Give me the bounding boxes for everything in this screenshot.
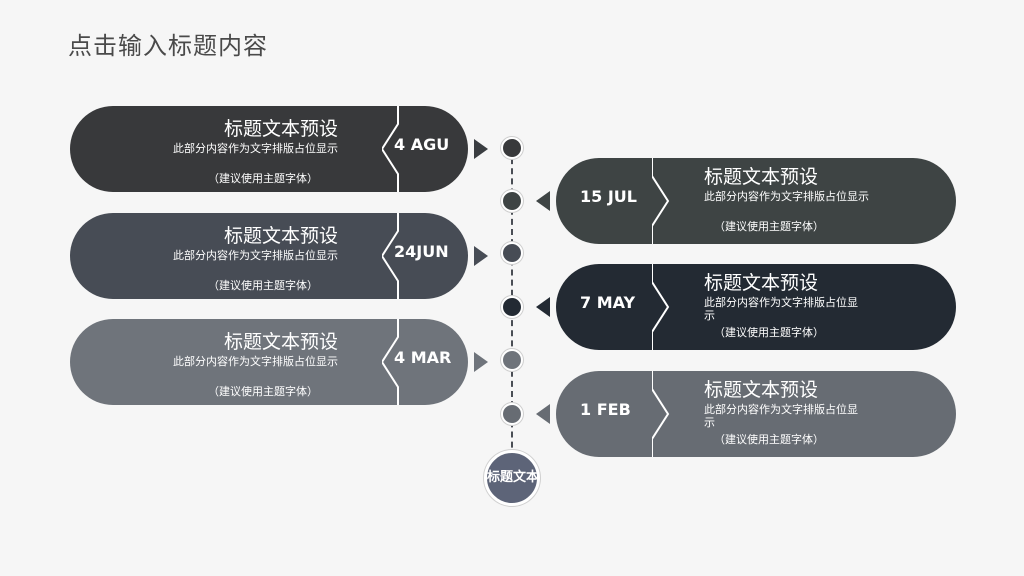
- card-date: 4 MAR: [394, 348, 452, 367]
- chevron-divider-icon: [382, 106, 426, 192]
- card-title: 标题文本预设: [223, 331, 338, 353]
- timeline-dot: [501, 296, 523, 318]
- arrow-left-icon: [536, 191, 550, 211]
- arrow-right-icon: [474, 139, 488, 159]
- card-date: 7 MAY: [580, 293, 636, 312]
- card-date: 15 JUL: [580, 187, 637, 206]
- card-description: 此部分内容作为文字排版占位显示: [173, 355, 338, 368]
- timeline-card-jun[interactable]: 标题文本预设 此部分内容作为文字排版占位显示 （建议使用主题字体） 24JUN: [70, 213, 468, 299]
- card-title: 标题文本预设: [704, 379, 819, 401]
- card-description: 此部分内容作为文字排版占位显示: [173, 142, 338, 155]
- card-description: 此部分内容作为文字排版占位显示: [704, 296, 858, 322]
- chevron-divider-icon: [652, 371, 696, 457]
- card-description: 此部分内容作为文字排版占位显示: [173, 249, 338, 262]
- chevron-divider-icon: [382, 319, 426, 405]
- card-date: 1 FEB: [580, 400, 631, 419]
- timeline-card-jul[interactable]: 15 JUL 标题文本预设 此部分内容作为文字排版占位显示 （建议使用主题字体）: [556, 158, 956, 244]
- card-description: 此部分内容作为文字排版占位显示: [704, 403, 858, 429]
- card-note: （建议使用主题字体）: [208, 279, 318, 292]
- timeline-card-may[interactable]: 7 MAY 标题文本预设 此部分内容作为文字排版占位显示 （建议使用主题字体）: [556, 264, 956, 350]
- chevron-divider-icon: [382, 213, 426, 299]
- arrow-right-icon: [474, 246, 488, 266]
- card-note: （建议使用主题字体）: [208, 385, 318, 398]
- card-title: 标题文本预设: [704, 166, 819, 188]
- card-note: （建议使用主题字体）: [714, 220, 824, 233]
- card-note: （建议使用主题字体）: [208, 172, 318, 185]
- card-note: （建议使用主题字体）: [714, 326, 824, 339]
- timeline-card-mar[interactable]: 标题文本预设 此部分内容作为文字排版占位显示 （建议使用主题字体） 4 MAR: [70, 319, 468, 405]
- arrow-left-icon: [536, 297, 550, 317]
- arrow-left-icon: [536, 404, 550, 424]
- card-title: 标题文本预设: [704, 272, 819, 294]
- chevron-divider-icon: [652, 264, 696, 350]
- chevron-divider-icon: [652, 158, 696, 244]
- end-circle-label: 标题文本: [487, 470, 540, 485]
- timeline-card-aug[interactable]: 标题文本预设 此部分内容作为文字排版占位显示 （建议使用主题字体） 4 AGU: [70, 106, 468, 192]
- card-date: 24JUN: [394, 242, 449, 261]
- timeline-dot: [501, 403, 523, 425]
- arrow-right-icon: [474, 352, 488, 372]
- slide-title: 点击输入标题内容: [68, 32, 268, 60]
- card-title: 标题文本预设: [223, 118, 338, 140]
- timeline-dot: [501, 137, 523, 159]
- card-date: 4 AGU: [394, 135, 450, 154]
- timeline-dot: [501, 242, 523, 264]
- card-description: 此部分内容作为文字排版占位显示: [704, 190, 869, 203]
- timeline-dot: [501, 349, 523, 371]
- timeline-end-circle[interactable]: 标题文本: [484, 450, 540, 506]
- timeline-dot: [501, 190, 523, 212]
- timeline-card-feb[interactable]: 1 FEB 标题文本预设 此部分内容作为文字排版占位显示 （建议使用主题字体）: [556, 371, 956, 457]
- card-title: 标题文本预设: [223, 225, 338, 247]
- card-note: （建议使用主题字体）: [714, 433, 824, 446]
